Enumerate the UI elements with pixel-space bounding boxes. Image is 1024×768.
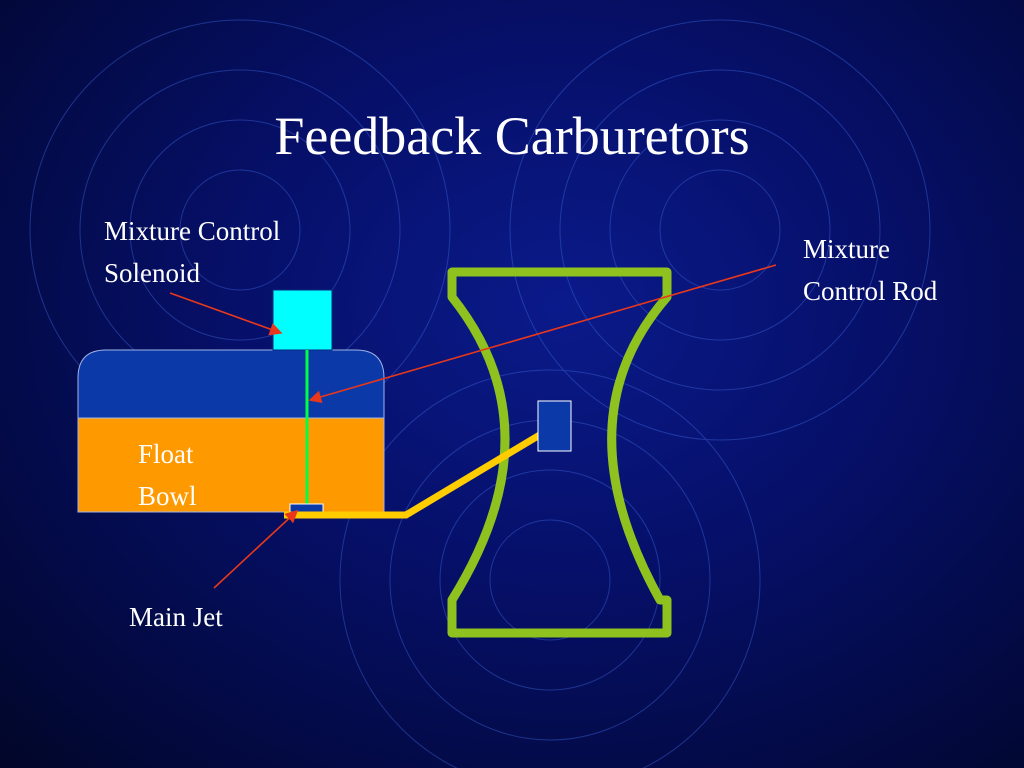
fuel-discharge-tube (284, 426, 550, 519)
float-bowl (77, 349, 385, 513)
rod-label-line-2: Control Rod (803, 276, 938, 306)
discharge-nozzle (537, 400, 572, 452)
solenoid-label-line-2: Solenoid (104, 258, 201, 288)
float-bowl-label-line-2: Bowl (138, 481, 197, 511)
mixture-control-solenoid-label: Mixture Control Solenoid (104, 210, 280, 294)
float-bowl-top (77, 349, 385, 419)
float-bowl-label-line-1: Float (138, 439, 194, 469)
solenoid-label-line-1: Mixture Control (104, 216, 281, 246)
venturi-outline (447, 267, 672, 638)
rod-label-line-1: Mixture (803, 234, 890, 264)
rod-pointer-arrow (308, 264, 777, 404)
main-jet-label: Main Jet (129, 602, 223, 632)
slide-title: Feedback Carburetors (274, 106, 750, 166)
main-jet-pointer-arrow (213, 509, 299, 589)
float-bowl-fuel (77, 417, 385, 513)
float-bowl-label: Float Bowl (138, 433, 197, 517)
solenoid-pointer-arrow (169, 292, 283, 336)
mixture-control-rod-label: Mixture Control Rod (803, 228, 937, 312)
mixture-control-solenoid (272, 289, 333, 351)
